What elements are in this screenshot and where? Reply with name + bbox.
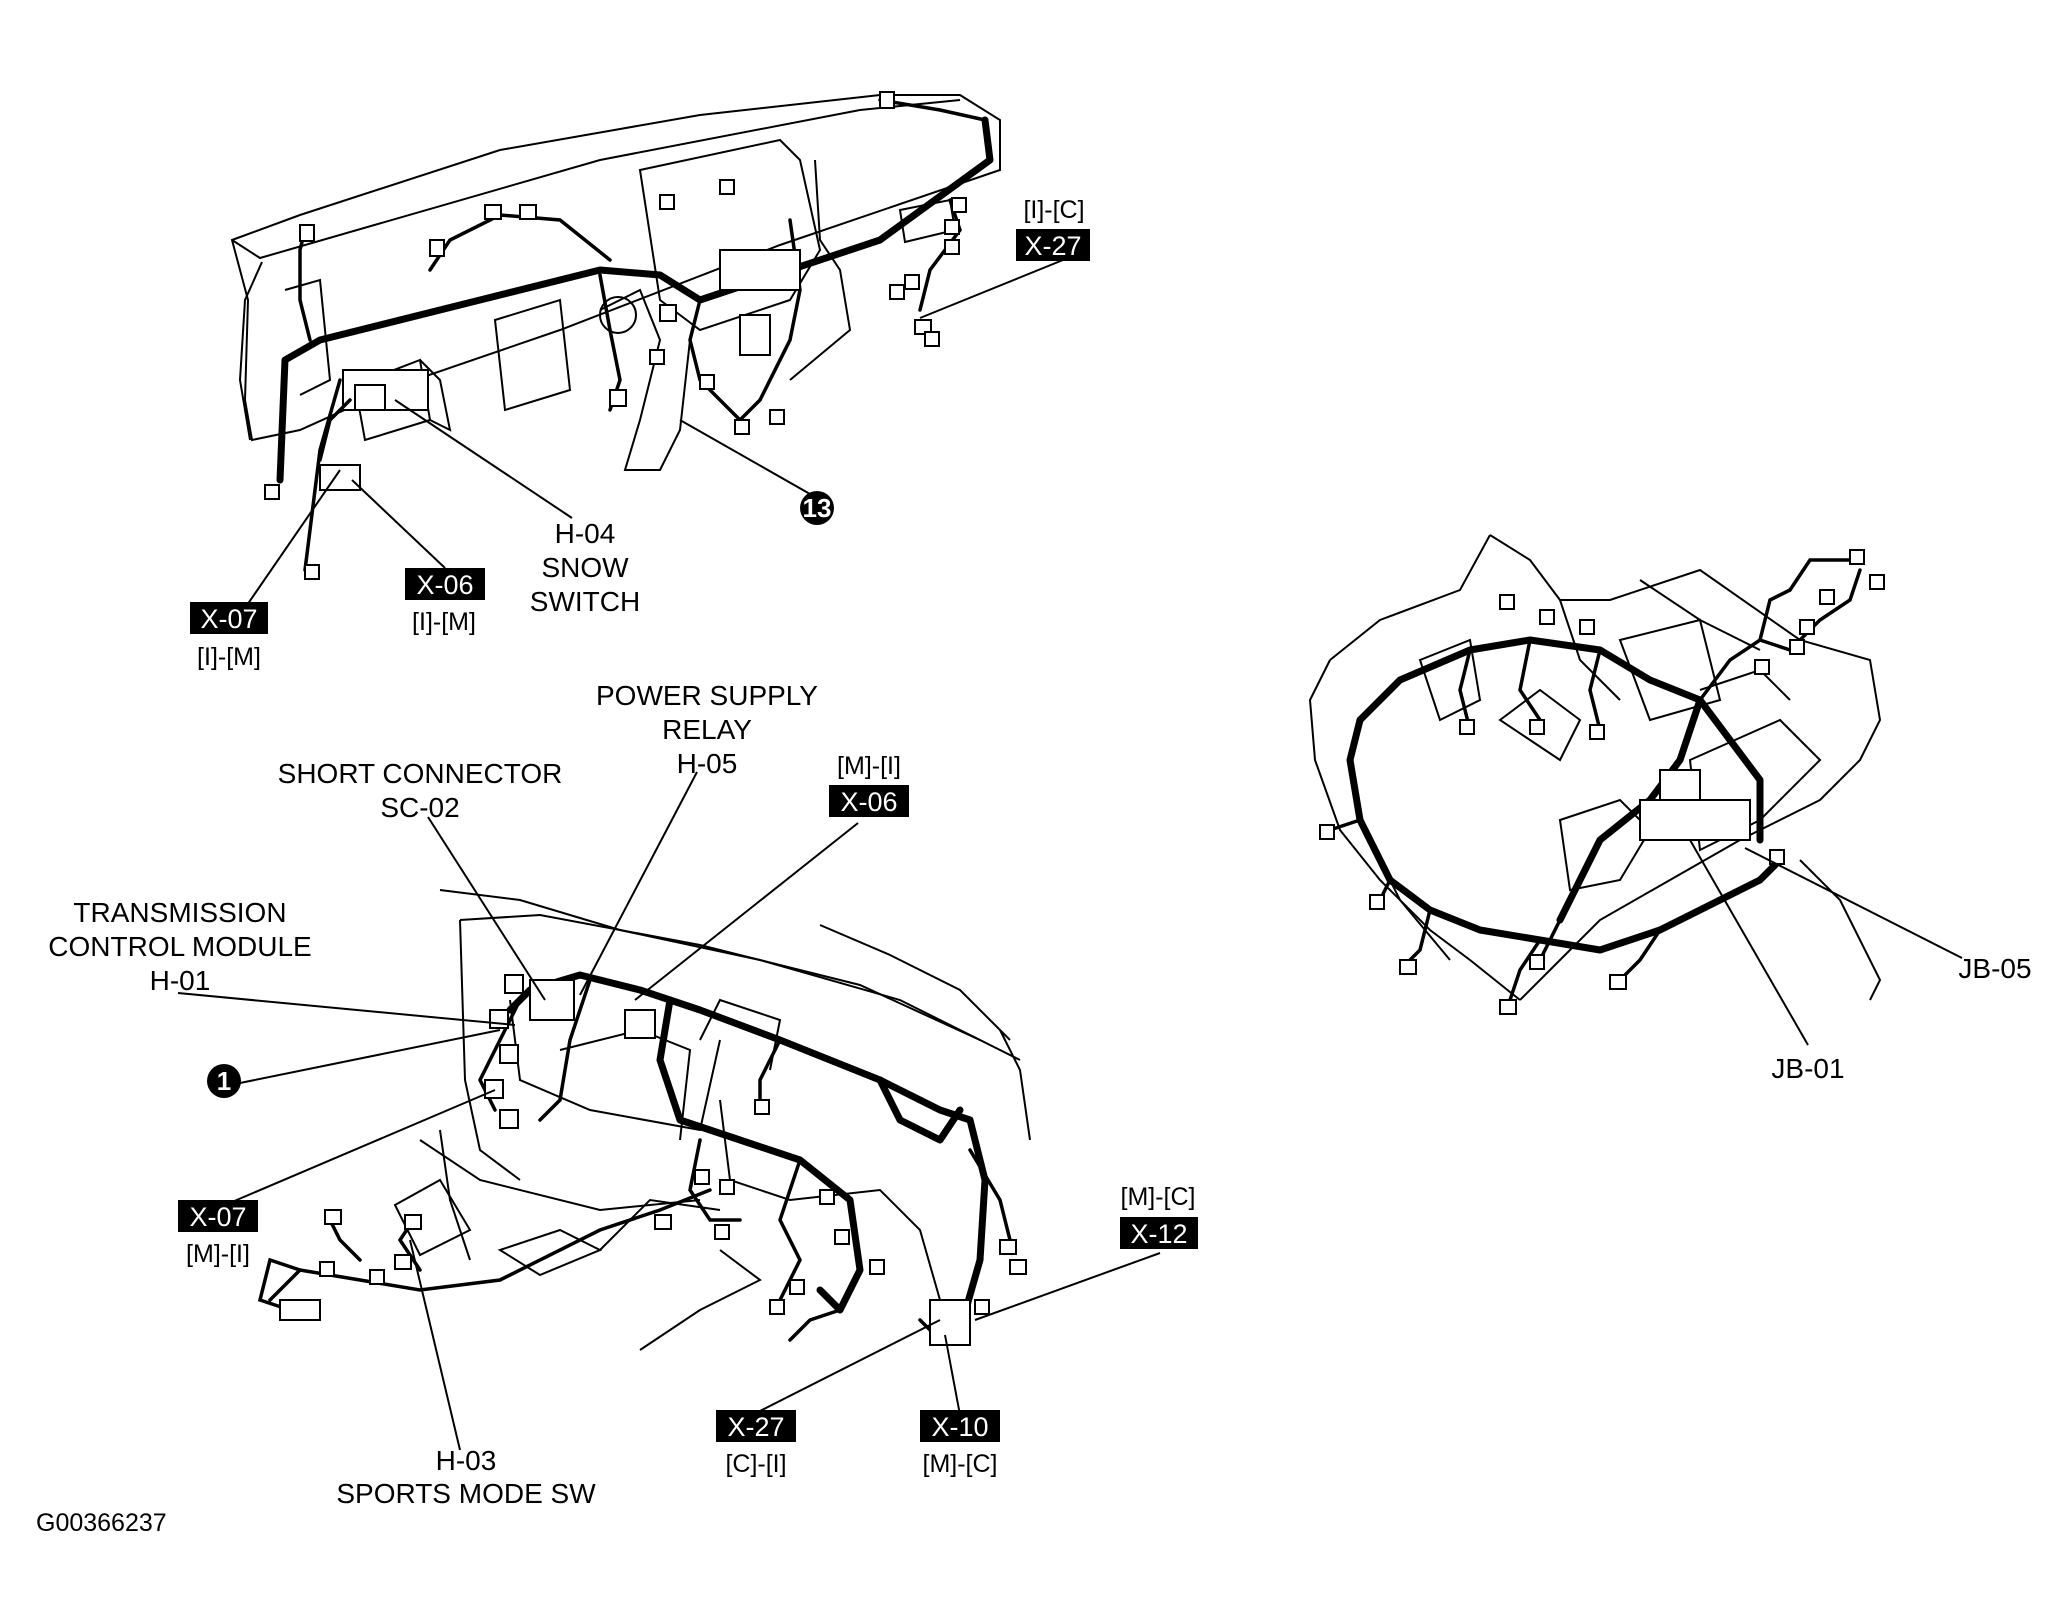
- h03-code: H-03: [436, 1445, 497, 1476]
- jb05-leader: [1744, 847, 1963, 959]
- x12-tag: X-12: [1130, 1219, 1187, 1249]
- x12-code: [M]-[C]: [1121, 1183, 1196, 1211]
- top-leader-lines: [244, 259, 1064, 609]
- x07-bottom-tag-bg: [178, 1200, 258, 1232]
- h04-snow: SNOW: [541, 552, 629, 583]
- jb05-label: JB-05: [1958, 953, 2031, 984]
- callout-1: 1: [217, 1066, 231, 1096]
- x06-bottom-tag-bg: [829, 785, 909, 817]
- x07-bottom-code: [M]-[I]: [186, 1240, 250, 1268]
- top-main-harness: [276, 116, 994, 484]
- psr-line1: POWER SUPPLY: [596, 680, 818, 711]
- dash-top-outline: [230, 94, 1001, 442]
- callout-1-circle: [207, 1064, 241, 1098]
- x27-bottom-tag-bg: [716, 1410, 796, 1442]
- short-conn-line1: SHORT CONNECTOR: [278, 758, 563, 789]
- figure-id: G00366237: [36, 1509, 167, 1537]
- bottom-console-view: TRANSMISSION CONTROL MODULE H-01 SHORT C…: [48, 680, 1198, 1509]
- h04-code: H-04: [555, 518, 616, 549]
- x10-tag: X-10: [931, 1412, 988, 1442]
- x27-top-code: [I]-[C]: [1023, 196, 1084, 224]
- jb01-label: JB-01: [1771, 1053, 1844, 1084]
- callout-13: 13: [803, 493, 832, 523]
- x07-top-tag: X-07: [200, 604, 257, 634]
- x06-bottom-code: [M]-[I]: [837, 752, 901, 780]
- x27-bottom-tag: X-27: [727, 1412, 784, 1442]
- top-instrument-panel-view: [I]-[C] X-27 H-04 SNOW SWITCH X-06 [I]-[…: [190, 91, 1090, 671]
- x06-top-code: [I]-[M]: [412, 608, 476, 636]
- x07-top-tag-bg: [190, 602, 268, 634]
- x27-top-tag-bg: [1016, 229, 1090, 261]
- x07-bottom-tag: X-07: [189, 1202, 246, 1232]
- lower-dash-outline: [439, 889, 1021, 1061]
- bottom-main-harness: [506, 971, 989, 1334]
- x06-bottom-tag: X-06: [840, 787, 897, 817]
- h03-name: SPORTS MODE SW: [336, 1478, 596, 1509]
- h04-switch: SWITCH: [530, 586, 640, 617]
- x06-top-tag-bg: [405, 568, 485, 600]
- tcm-line3: H-01: [150, 965, 211, 996]
- psr-line2: RELAY: [662, 714, 752, 745]
- tcm-line1: TRANSMISSION: [73, 897, 286, 928]
- x06-top-tag: X-06: [416, 570, 473, 600]
- x10-code: [M]-[C]: [923, 1450, 998, 1478]
- callout-13-circle: [800, 491, 834, 525]
- bottom-leader-lines: [177, 771, 1161, 1451]
- psr-line3: H-05: [677, 748, 738, 779]
- engine-main-harness: [1346, 716, 1784, 954]
- jb01-leader: [1689, 839, 1809, 1046]
- top-connectors: [264, 91, 967, 580]
- engine-connectors: [1319, 549, 1885, 1015]
- bottom-connectors: [279, 974, 1027, 1346]
- x12-tag-bg: [1120, 1217, 1198, 1249]
- tcm-line2: CONTROL MODULE: [48, 931, 311, 962]
- x27-top-tag: X-27: [1024, 231, 1081, 261]
- x27-bottom-code: [C]-[I]: [725, 1450, 786, 1478]
- x10-tag-bg: [920, 1410, 1000, 1442]
- short-conn-line2: SC-02: [380, 792, 459, 823]
- x07-top-code: [I]-[M]: [197, 643, 261, 671]
- engine-bay-view: JB-05 JB-01: [1308, 534, 2032, 1084]
